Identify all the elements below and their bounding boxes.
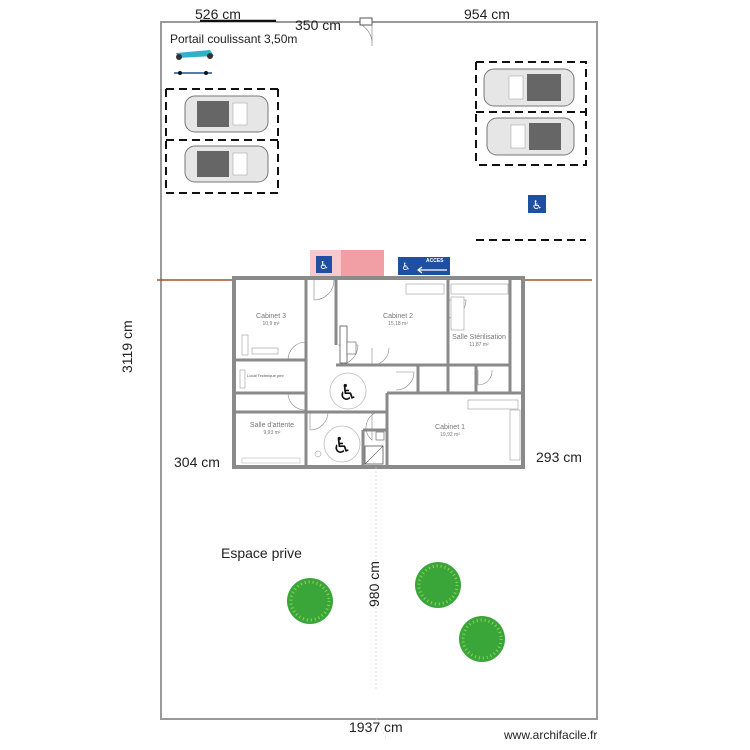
room-name: Salle Stérilisation: [452, 334, 506, 341]
dimension-top-left: 526 cm: [195, 6, 241, 22]
parking-right: ♿: [475, 61, 587, 241]
room-area: 9,93 m²: [263, 430, 281, 436]
entrance-door: [359, 17, 373, 47]
tree-icon: [415, 562, 461, 608]
desk: [239, 369, 246, 389]
car-icon: [184, 145, 269, 183]
svg-text:♿: ♿: [319, 259, 329, 272]
dimension-left: 3119 cm: [119, 320, 135, 373]
bicycle-icon: [174, 71, 212, 75]
pmr-turning-circle: [329, 372, 367, 410]
scooter-icon: [176, 50, 214, 60]
room-name: Local Technique pmr: [247, 373, 284, 378]
private-space-label: Espace prive: [221, 545, 302, 561]
dimension-garden-vertical: 980 cm: [366, 561, 382, 607]
property-boundary: [160, 21, 598, 720]
room-name: Cabinet 3: [256, 313, 286, 320]
sink: [375, 431, 385, 441]
counter: [346, 341, 357, 355]
dimension-top-right: 954 cm: [464, 6, 510, 22]
dimension-right-house: 293 cm: [536, 449, 582, 465]
svg-text:♿: ♿: [402, 262, 411, 273]
desk: [450, 283, 509, 295]
car-icon: [483, 68, 575, 107]
tree-icon: [287, 578, 333, 624]
room-name: Cabinet 2: [383, 313, 413, 320]
parking-left: [165, 50, 279, 194]
room-name: Cabinet 1: [435, 424, 465, 431]
room-area: 10,9 m²: [262, 321, 280, 327]
chairs-row: [241, 457, 301, 464]
dimension-bottom: 1937 cm: [349, 719, 403, 735]
watermark: www.archifacile.fr: [504, 728, 598, 742]
cabinet: [450, 296, 465, 331]
desk: [241, 334, 249, 356]
pmr-parking-sign: ♿: [528, 195, 546, 213]
counter: [339, 325, 348, 364]
access-sign: ♿: [398, 257, 450, 275]
desk: [405, 283, 445, 295]
room-area: 19,92 m²: [440, 432, 460, 438]
plant-small: [314, 450, 322, 458]
room-area: 11,87 m²: [469, 342, 489, 348]
room-name: Salle d'attente: [249, 422, 295, 429]
access-sign-label: ACCES: [426, 258, 444, 264]
wheelchair-icon: ♿: [338, 381, 358, 406]
dimension-top-mid: 350 cm: [295, 17, 341, 33]
dimension-left-house: 304 cm: [174, 454, 220, 470]
car-icon: [184, 95, 269, 133]
gate-label: Portail coulissant 3,50m: [170, 32, 298, 46]
car-icon: [486, 117, 575, 156]
desk: [467, 399, 519, 410]
cabinet: [509, 409, 521, 461]
room-area: 15,18 m²: [388, 321, 408, 327]
desk: [251, 347, 279, 355]
pmr-sign: ♿: [316, 256, 332, 273]
tree-icon: [459, 616, 505, 662]
pmr-parking-slot: [341, 250, 384, 277]
svg-text:♿: ♿: [532, 198, 543, 212]
wheelchair-icon: ♿: [332, 434, 352, 459]
pmr-turning-circle: [323, 425, 361, 463]
